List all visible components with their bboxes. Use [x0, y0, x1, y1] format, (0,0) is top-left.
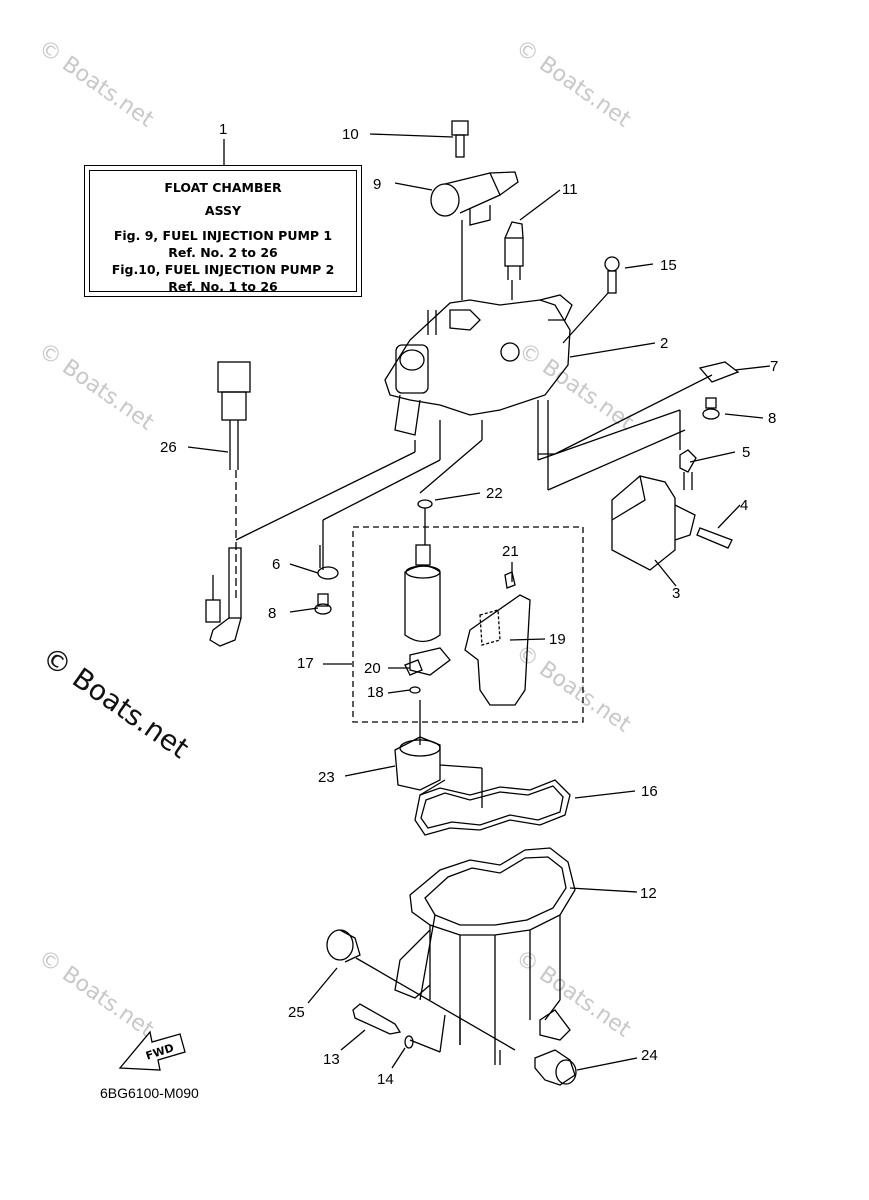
callout-20: 20: [364, 660, 381, 677]
callout-3: 3: [672, 585, 680, 602]
callout-8: 8: [268, 605, 276, 622]
callout-4: 4: [740, 497, 748, 514]
callout-21: 21: [502, 543, 519, 560]
callout-16: 16: [641, 783, 658, 800]
callout-11: 11: [562, 181, 578, 198]
callout-6: 6: [272, 556, 280, 573]
note-subtitle: ASSY: [204, 203, 242, 218]
callout-15: 15: [660, 257, 677, 274]
callout-10: 10: [342, 126, 359, 143]
drawing-code: 6BG6100-M090: [100, 1085, 199, 1101]
note-title: FLOAT CHAMBER: [164, 180, 282, 195]
callout-23: 23: [318, 769, 335, 786]
callout-9: 9: [373, 176, 381, 193]
callout-5: 5: [742, 444, 750, 461]
callout-24: 24: [641, 1047, 658, 1064]
callout-labels: 1234567889101112131415161718192021222324…: [160, 121, 778, 1088]
callout-18: 18: [367, 684, 384, 701]
callout-25: 25: [288, 1004, 305, 1021]
note-line: Ref. No. 1 to 26: [168, 279, 278, 294]
callout-14: 14: [377, 1071, 394, 1088]
callout-12: 12: [640, 885, 657, 902]
callout-2: 2: [660, 335, 668, 352]
note-box: FLOAT CHAMBER ASSY Fig. 9, FUEL INJECTIO…: [84, 165, 362, 297]
callout-22: 22: [486, 485, 503, 502]
note-line: Ref. No. 2 to 26: [168, 245, 278, 260]
callout-1: 1: [219, 121, 227, 138]
note-line: Fig. 9, FUEL INJECTION PUMP 1: [113, 228, 333, 243]
callout-26: 26: [160, 439, 177, 456]
callout-13: 13: [323, 1051, 340, 1068]
callout-19: 19: [549, 631, 566, 648]
callout-7: 7: [770, 358, 778, 375]
note-line: Fig.10, FUEL INJECTION PUMP 2: [111, 262, 335, 277]
callout-17: 17: [297, 655, 314, 672]
callout-8: 8: [768, 410, 776, 427]
